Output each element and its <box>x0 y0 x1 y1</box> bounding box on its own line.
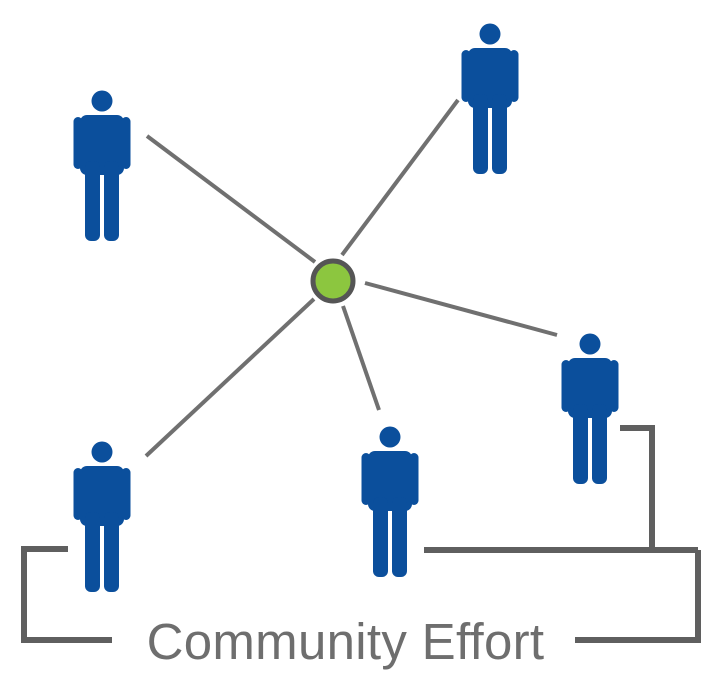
hub-node <box>310 258 356 304</box>
connector-line-bottom-center <box>341 305 381 411</box>
bracket-left-leg <box>21 546 112 643</box>
connector-line-right <box>364 281 558 337</box>
bracket-right-leg <box>575 550 701 643</box>
person-icon <box>461 23 519 174</box>
person-icon <box>561 333 619 484</box>
diagram-caption: Community Effort <box>146 613 545 670</box>
connector-line-top-right <box>340 98 460 257</box>
person-icon <box>361 426 419 577</box>
connector-line-top-left <box>145 134 317 264</box>
bracket-right-person-link <box>620 425 655 550</box>
connectors <box>144 98 558 458</box>
connector-line-bottom-left <box>144 297 316 458</box>
community-bracket <box>21 425 701 643</box>
person-icon <box>73 90 131 241</box>
person-icon <box>73 441 131 592</box>
